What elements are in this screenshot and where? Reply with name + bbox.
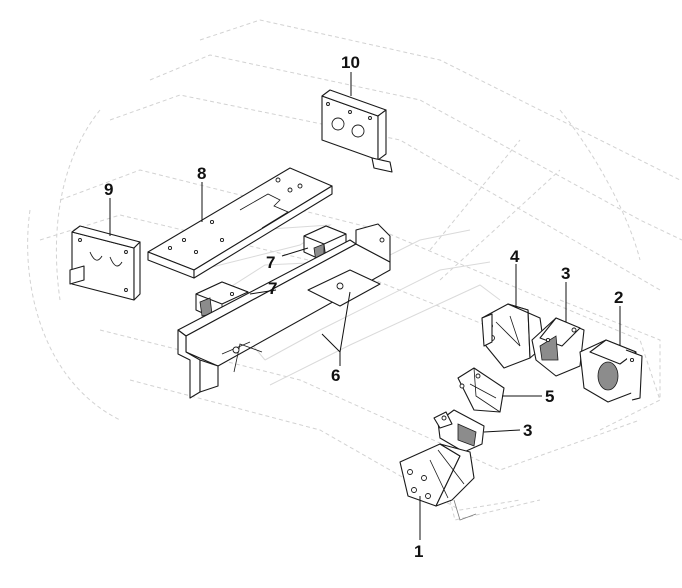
callout-2: 2 (614, 288, 623, 307)
callout-7-lower: 7 (268, 279, 277, 298)
part-1-lower-bracket (399, 443, 477, 521)
callout-labels: 10 9 8 7 7 6 4 3 2 5 3 1 (104, 53, 623, 561)
callout-5: 5 (545, 387, 554, 406)
leader-7b (249, 289, 277, 295)
part-8-mounting-plate (147, 167, 333, 279)
part-4-bracket (481, 303, 545, 369)
callout-10: 10 (341, 53, 360, 72)
leader-7a (281, 247, 309, 257)
leader-6 (321, 291, 351, 366)
part-3-upper-mount (531, 317, 585, 377)
part-3-lower-mount (433, 409, 485, 453)
leader-lines (109, 72, 621, 540)
callout-9: 9 (104, 180, 113, 199)
leader-3b (483, 429, 521, 433)
callout-3-upper: 3 (561, 264, 570, 283)
part-9-side-bracket (69, 225, 141, 301)
callout-8: 8 (197, 164, 206, 183)
part-6-cross-bracket (177, 223, 391, 399)
callout-1: 1 (414, 542, 423, 561)
part-5-support-bracket (457, 367, 505, 413)
callout-6: 6 (331, 366, 340, 385)
callout-4: 4 (510, 247, 520, 266)
callout-3-lower: 3 (523, 421, 532, 440)
part-2-engine-mount (579, 339, 643, 403)
callout-7-upper: 7 (266, 253, 275, 272)
part-10-upper-bracket (321, 89, 393, 173)
